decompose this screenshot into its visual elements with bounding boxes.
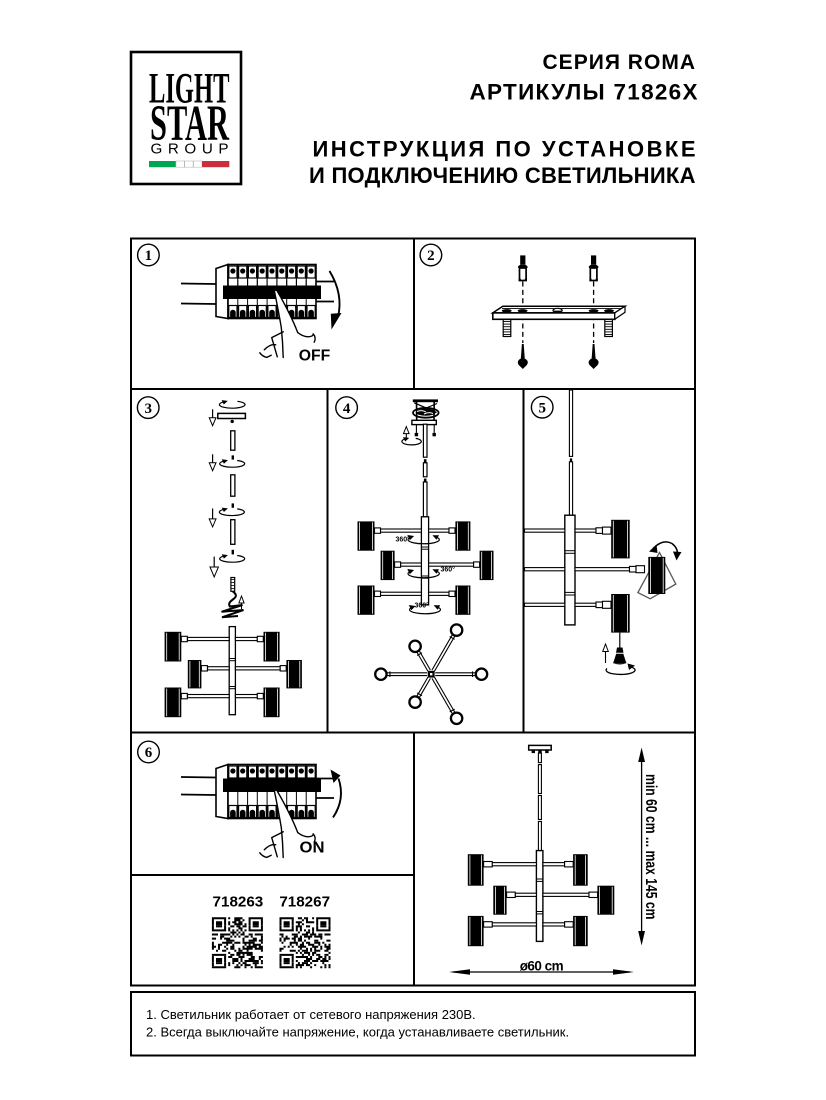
svg-text:LIGHT: LIGHT	[149, 65, 230, 113]
svg-text:718267: 718267	[279, 893, 330, 910]
svg-text:360°: 360°	[441, 566, 456, 574]
svg-text:STAR: STAR	[150, 96, 230, 152]
svg-text:6: 6	[145, 745, 153, 761]
svg-text:АРТИКУЛЫ 71826X: АРТИКУЛЫ 71826X	[470, 80, 698, 105]
svg-text:СЕРИЯ ROMA: СЕРИЯ ROMA	[543, 51, 696, 74]
svg-text:OFF: OFF	[299, 347, 331, 364]
svg-text:1: 1	[145, 248, 153, 264]
svg-text:1. Светильник работает от сете: 1. Светильник работает от сетевого напря…	[146, 1007, 476, 1022]
svg-text:3: 3	[144, 401, 152, 417]
svg-text:718263: 718263	[213, 893, 264, 910]
svg-text:5: 5	[538, 400, 546, 416]
svg-text:2. Всегда выключайте напряжени: 2. Всегда выключайте напряжение, когда у…	[146, 1024, 569, 1039]
svg-text:GROUP: GROUP	[151, 140, 229, 157]
svg-text:И ПОДКЛЮЧЕНИЮ СВЕТИЛЬНИКА: И ПОДКЛЮЧЕНИЮ СВЕТИЛЬНИКА	[309, 163, 696, 188]
svg-text:360°: 360°	[415, 602, 430, 610]
svg-text:ИНСТРУКЦИЯ ПО УСТАНОВКЕ: ИНСТРУКЦИЯ ПО УСТАНОВКЕ	[313, 137, 696, 162]
svg-text:ø60 cm: ø60 cm	[520, 958, 564, 973]
svg-text:360°: 360°	[396, 536, 411, 544]
svg-text:min 60 cm ... max 145 cm: min 60 cm ... max 145 cm	[642, 774, 659, 920]
svg-text:ON: ON	[300, 840, 325, 857]
svg-text:4: 4	[343, 401, 351, 417]
svg-text:2: 2	[427, 248, 435, 264]
